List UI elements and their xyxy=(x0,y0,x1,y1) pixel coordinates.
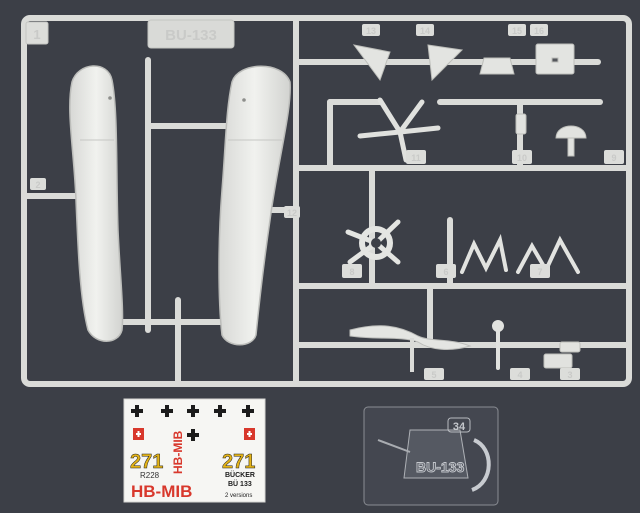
part-4-tailwheel xyxy=(492,320,504,370)
part-3-seat xyxy=(543,341,581,369)
part-number-tags: 13 14 15 16 11 10 9 8 6 7 5 4 3 2 12 xyxy=(30,24,624,380)
tag-13: 13 xyxy=(366,26,376,36)
part-8-radial-engine xyxy=(345,219,401,265)
corner-number: 1 xyxy=(33,27,40,42)
part-5-propeller xyxy=(349,325,472,372)
tag-8: 8 xyxy=(349,267,354,277)
clear-parts-sprue: 34 BU-133 xyxy=(363,406,499,506)
swiss-emblem-right xyxy=(244,428,255,440)
part-15-block xyxy=(479,57,515,75)
brand-label: BÜCKER xyxy=(225,470,255,479)
sprue-label-tag: BU-133 xyxy=(147,19,235,49)
part-11-engine-strut xyxy=(357,97,441,163)
balkenkreuz-center xyxy=(187,429,199,441)
part-13-fin xyxy=(352,44,391,82)
registration-large: HB-MIB xyxy=(131,482,192,501)
swiss-emblem-left xyxy=(133,428,144,440)
tag-15: 15 xyxy=(512,26,522,36)
code-271-right: 271 xyxy=(222,451,255,473)
sprue-title: BU-133 xyxy=(165,27,217,44)
registration-vertical: HB-MIB xyxy=(171,430,185,474)
tag-14: 14 xyxy=(420,26,430,36)
clear-part-label: BU-133 xyxy=(416,459,464,475)
tag-12: 12 xyxy=(287,208,297,218)
balkenkreuz-row xyxy=(131,405,254,417)
part-10-lever xyxy=(515,113,527,135)
tag-6: 6 xyxy=(443,267,448,277)
versions-note: 2 versions xyxy=(225,493,252,499)
tag-7: 7 xyxy=(537,267,542,277)
corner-tab: 1 xyxy=(25,21,49,45)
part-14-fin xyxy=(427,44,464,82)
tag-5: 5 xyxy=(431,370,436,380)
decal-sheet: 271 271 HB-MIB R228 BÜCKER BÜ 133 HB-MIB… xyxy=(123,398,266,503)
tag-2: 2 xyxy=(35,180,40,190)
registration-small: R228 xyxy=(140,471,160,480)
tag-16: 16 xyxy=(534,26,544,36)
part-9-mushroom xyxy=(555,125,587,157)
tag-4: 4 xyxy=(517,370,522,380)
fuselage-left-half xyxy=(69,65,124,342)
tag-9: 9 xyxy=(611,153,616,163)
tag-3: 3 xyxy=(567,370,572,380)
tag-10: 10 xyxy=(517,153,527,163)
model-label: BÜ 133 xyxy=(228,479,252,488)
code-271-left: 271 xyxy=(130,451,163,473)
part-16-block xyxy=(535,43,575,75)
tag-11: 11 xyxy=(411,153,421,163)
clear-part-number: 34 xyxy=(453,421,466,433)
part-6-struts xyxy=(460,233,508,274)
fuselage-right-half xyxy=(218,65,291,346)
